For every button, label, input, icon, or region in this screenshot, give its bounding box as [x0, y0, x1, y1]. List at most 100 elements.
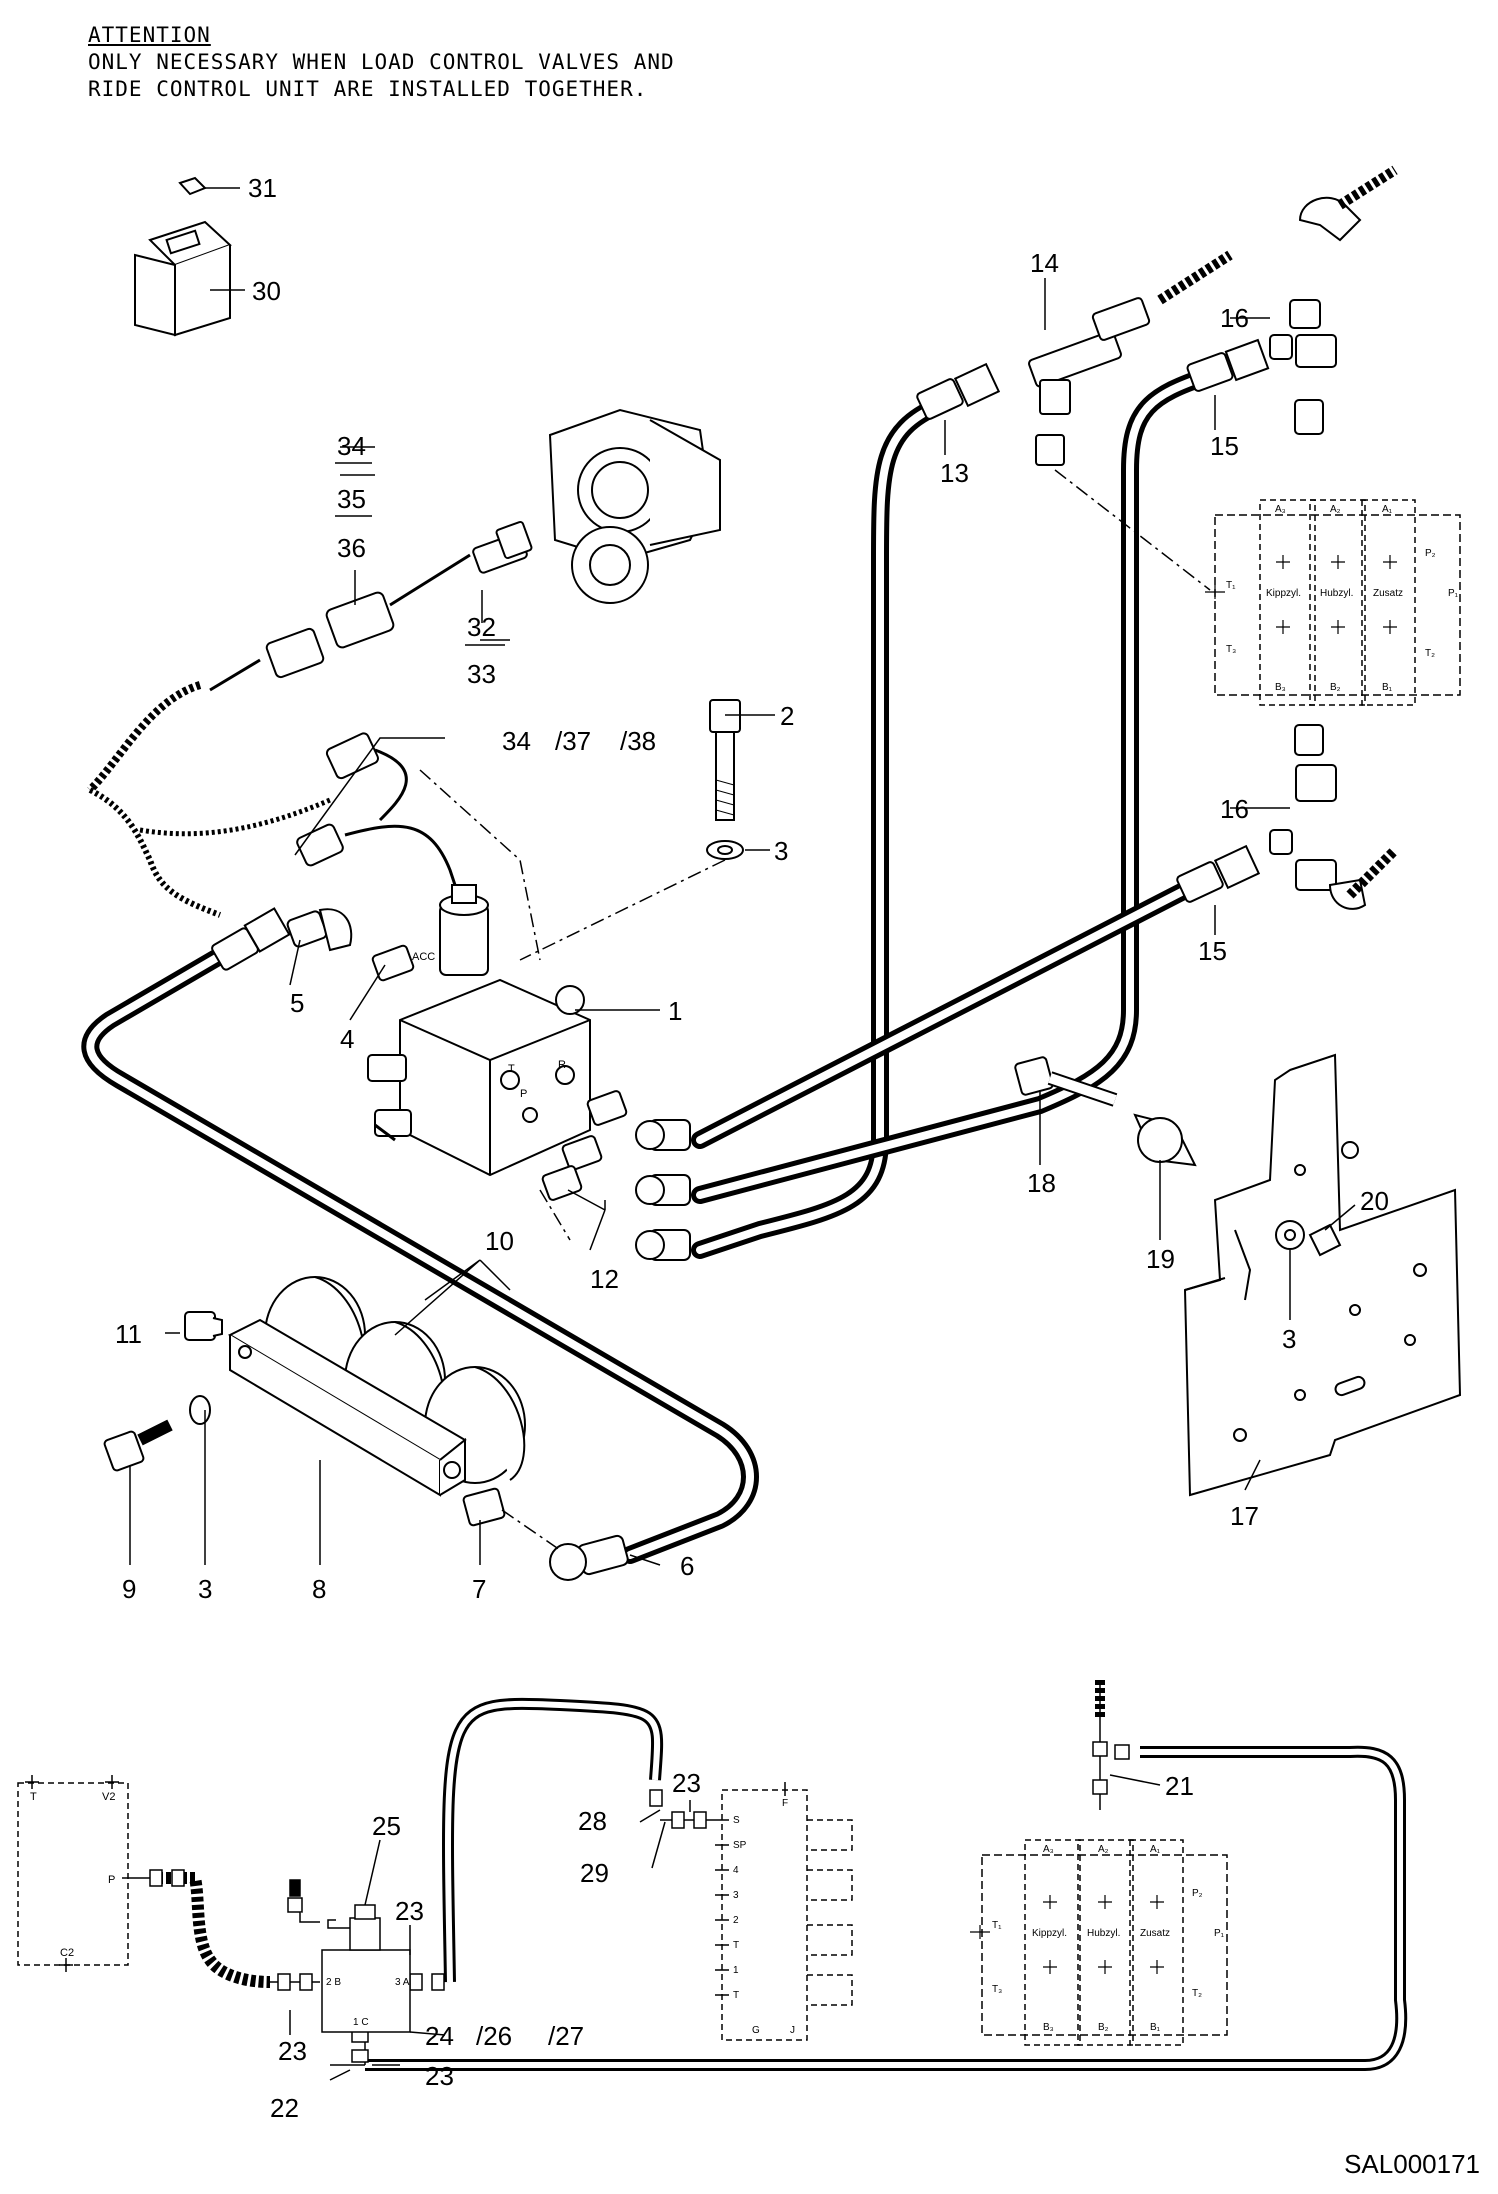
- left-box-v2: V2: [102, 1791, 115, 1803]
- lower-port-a3: A₃: [1043, 1844, 1054, 1855]
- manifold-labels: ACC T P R: [412, 951, 566, 1100]
- leader-bolt: [519, 859, 726, 961]
- callout-22: 22: [270, 2093, 299, 2123]
- receiver-t1: T: [733, 1940, 739, 1951]
- callout-3a: 3: [774, 836, 788, 866]
- leader-sensor: [419, 769, 541, 961]
- hardware-9-11-7: [103, 1311, 506, 1527]
- valve-block-lower-labels: A₃ A₂ A₁ Kippzyl. Hubzyl. Zusatz T₁ T₃ P…: [992, 1844, 1225, 2033]
- left-box-c2: C2: [60, 1947, 74, 1959]
- elbow-6: [549, 1534, 629, 1581]
- schematic-left-box: [17, 1775, 152, 1972]
- callout-23a: 23: [395, 1896, 424, 1926]
- port-p2: P₂: [1425, 548, 1436, 559]
- callout-37: /37: [555, 726, 591, 756]
- callout-34b: 34: [502, 726, 531, 756]
- section-hubzyl: Hubzyl.: [1320, 588, 1353, 599]
- bracket-17: [1183, 1053, 1462, 1497]
- lower-section-kippzyl: Kippzyl.: [1032, 1928, 1067, 1939]
- callout-10: 10: [485, 1226, 514, 1256]
- port-a3: A₃: [1275, 504, 1286, 515]
- port-t2: T₂: [1425, 648, 1435, 659]
- attention-heading: ATTENTION: [88, 23, 211, 47]
- port-p-label: P: [520, 1088, 527, 1100]
- document-code: SAL000171: [1344, 2149, 1480, 2179]
- callout-12: 12: [590, 1264, 619, 1294]
- solenoid-port-b: 2 B: [326, 1977, 341, 1988]
- pump-housing: [548, 408, 721, 604]
- port-t-label: T: [508, 1063, 515, 1075]
- callout-1: 1: [668, 996, 682, 1026]
- port-acc-label: ACC: [412, 951, 435, 963]
- callout-8: 8: [312, 1574, 326, 1604]
- callout-27: /27: [548, 2021, 584, 2051]
- lower-callout-leaders: [289, 1774, 1161, 2081]
- attention-line-2: RIDE CONTROL UNIT ARE INSTALLED TOGETHER…: [88, 77, 648, 101]
- port-p1: P₁: [1448, 588, 1459, 599]
- schematic-receiver: [715, 1782, 853, 2041]
- leader-7: [501, 1509, 561, 1551]
- callout-13: 13: [940, 458, 969, 488]
- leader-14: [1054, 469, 1211, 591]
- hose-elbow-1: [635, 1119, 691, 1261]
- port-b2: B₂: [1330, 682, 1341, 693]
- valve-block-upper: [1205, 499, 1461, 706]
- attention-note: ATTENTION ONLY NECESSARY WHEN LOAD CONTR…: [88, 22, 675, 103]
- callout-21: 21: [1165, 1771, 1194, 1801]
- callout-23c: 23: [425, 2061, 454, 2091]
- callout-17: 17: [1230, 1501, 1259, 1531]
- solenoid-port-c: 1 C: [353, 2017, 369, 2028]
- receiver-4: 4: [733, 1865, 739, 1876]
- callout-2: 2: [780, 701, 794, 731]
- callout-19: 19: [1146, 1244, 1175, 1274]
- callout-30: 30: [252, 276, 281, 306]
- callout-15b: 15: [1198, 936, 1227, 966]
- lower-section-hubzyl: Hubzyl.: [1087, 1928, 1120, 1939]
- callout-23d: 23: [672, 1768, 701, 1798]
- tee-16-upper: [1269, 165, 1398, 435]
- port-a2: A₂: [1330, 504, 1341, 515]
- callout-33: 33: [467, 659, 496, 689]
- receiver-g: G: [752, 2025, 760, 2036]
- receiver-sp: SP: [733, 1840, 747, 1851]
- receiver-t2: T: [733, 1990, 739, 2001]
- port-a1: A₁: [1382, 504, 1393, 515]
- receiver-3: 3: [733, 1890, 739, 1901]
- callout-9: 9: [122, 1574, 136, 1604]
- lower-port-t1: T₁: [992, 1920, 1002, 1931]
- callout-20: 20: [1360, 1186, 1389, 1216]
- manifold-block-1: [367, 884, 591, 1177]
- switch-30: [134, 176, 232, 337]
- lower-port-b3: B₃: [1043, 2022, 1054, 2033]
- lower-port-t2: T₂: [1192, 1988, 1202, 1999]
- lower-port-p2: P₂: [1192, 1888, 1203, 1899]
- callout-3c: 3: [1282, 1324, 1296, 1354]
- callout-26: /26: [476, 2021, 512, 2051]
- callout-32: 32: [467, 612, 496, 642]
- callout-18: 18: [1027, 1168, 1056, 1198]
- hardware-18-19-20: [1014, 1056, 1342, 1257]
- callout-31: 31: [248, 173, 277, 203]
- callout-15a: 15: [1210, 431, 1239, 461]
- port-t1: T₁: [1226, 580, 1236, 591]
- lower-port-b2: B₂: [1098, 2022, 1109, 2033]
- receiver-1: 1: [733, 1965, 739, 1976]
- receiver-j: J: [790, 2025, 795, 2036]
- schematic-lines: [150, 1680, 1408, 2071]
- solenoid-port-a: 3 A: [395, 1977, 410, 1988]
- section-kippzyl: Kippzyl.: [1266, 588, 1301, 599]
- callout-4: 4: [340, 1024, 354, 1054]
- callout-29: 29: [580, 1858, 609, 1888]
- receiver-2: 2: [733, 1915, 739, 1926]
- receiver-s: S: [733, 1815, 740, 1826]
- callout-11: 11: [115, 1319, 142, 1349]
- callout-5: 5: [290, 988, 304, 1018]
- bolt-2: [706, 699, 744, 860]
- left-box-t: T: [30, 1791, 37, 1803]
- lower-port-p1: P₁: [1214, 1928, 1225, 1939]
- receiver-f: F: [782, 1798, 788, 1809]
- callout-35: 35: [337, 484, 366, 514]
- valve-block-lower: [970, 1839, 1228, 2046]
- lower-port-a2: A₂: [1098, 1844, 1109, 1855]
